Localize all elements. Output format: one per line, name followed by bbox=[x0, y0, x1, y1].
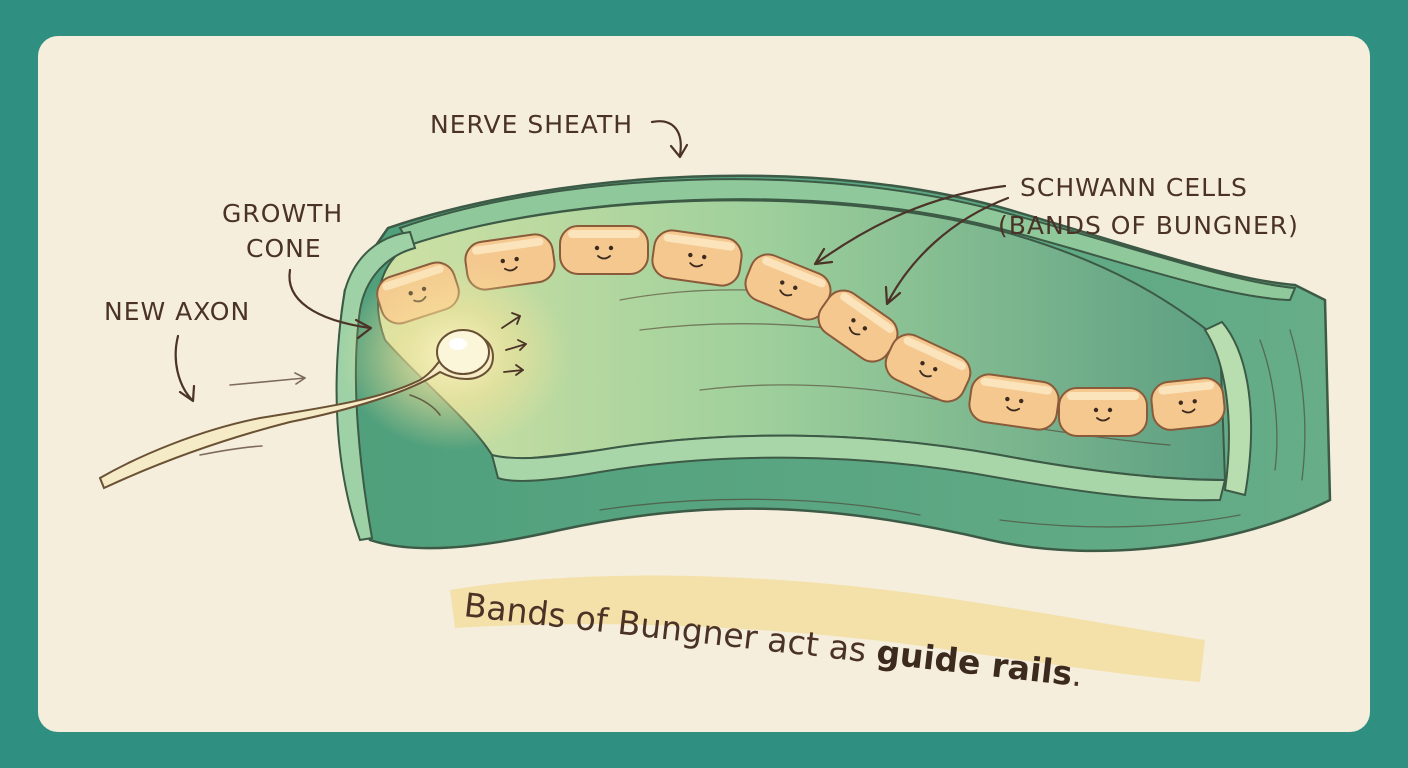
schwann-cell bbox=[1058, 387, 1148, 437]
label-growth: GROWTH bbox=[222, 199, 343, 228]
label-nerve-sheath: NERVE SHEATH bbox=[430, 110, 633, 139]
schwann-cell bbox=[817, 289, 899, 363]
smiley-cell-icon bbox=[848, 318, 868, 336]
sheath-lower-wall bbox=[490, 434, 1227, 502]
arrow-icon bbox=[813, 184, 1010, 306]
schwann-cell bbox=[744, 253, 832, 321]
label-cone: CONE bbox=[246, 234, 322, 263]
smiley-cell-icon bbox=[919, 361, 938, 378]
caption-period: . bbox=[1070, 654, 1085, 694]
smiley-cell-icon bbox=[594, 245, 614, 260]
schwann-cell bbox=[651, 229, 743, 287]
schwann-cell bbox=[1150, 377, 1226, 431]
label-new-axon: NEW AXON bbox=[104, 297, 250, 326]
schwann-cell bbox=[464, 233, 556, 291]
smiley-cell-icon bbox=[779, 280, 798, 297]
label-schwann-cells: SCHWANN CELLS bbox=[1020, 173, 1248, 202]
label-bands-of-bungner: (BANDS OF BUNGNER) bbox=[998, 211, 1299, 240]
smiley-cell-icon bbox=[1093, 407, 1113, 422]
growth-cone-tip bbox=[436, 329, 490, 375]
arrow-icon bbox=[174, 334, 196, 403]
growth-cone-shine bbox=[449, 338, 467, 350]
direction-arrows-icon bbox=[501, 312, 527, 376]
caption-highlight bbox=[450, 575, 1205, 682]
motion-lines-icon bbox=[199, 372, 441, 456]
schwann-cell bbox=[559, 225, 649, 275]
smiley-cell-icon bbox=[688, 252, 707, 268]
new-axon bbox=[98, 335, 494, 490]
smiley-cell-icon bbox=[1178, 399, 1197, 414]
arrow-icon bbox=[650, 120, 689, 159]
arrow-icon bbox=[288, 268, 373, 340]
smiley-cell-icon bbox=[500, 256, 519, 272]
schwann-cell bbox=[884, 333, 972, 403]
schwann-cell bbox=[968, 373, 1060, 431]
sheath-back-edge bbox=[1203, 320, 1253, 497]
sheath-top-rim bbox=[398, 178, 1297, 302]
smiley-cell-icon bbox=[1005, 396, 1024, 412]
